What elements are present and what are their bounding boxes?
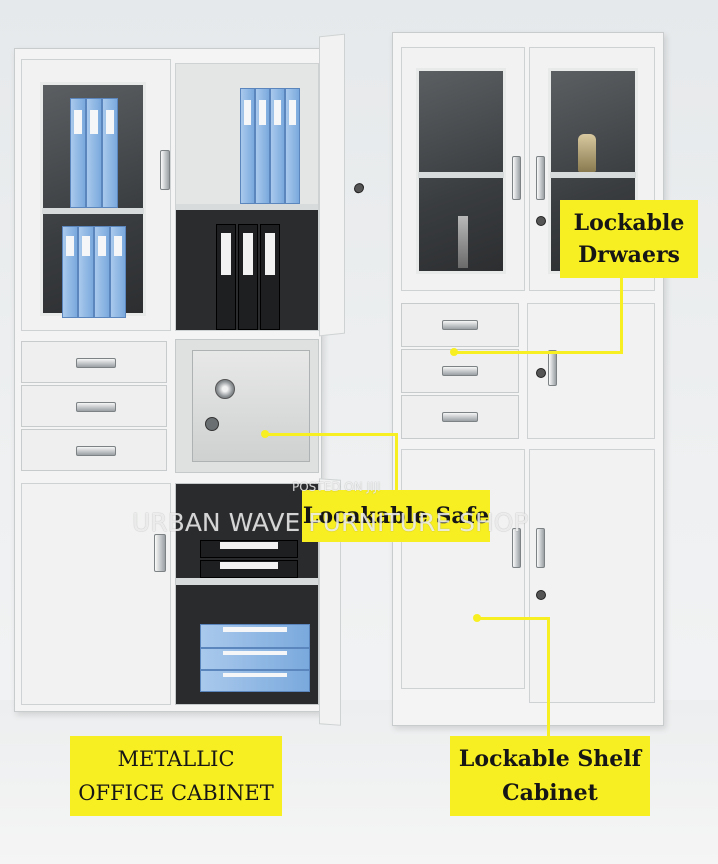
blue-binder xyxy=(70,98,86,208)
drawer xyxy=(401,303,519,347)
glass-panel xyxy=(416,68,506,274)
drawer xyxy=(21,385,167,427)
lockable-safe-text: Locakable Safe xyxy=(302,503,490,529)
left-cabinet xyxy=(14,33,364,726)
door-handle xyxy=(154,534,166,572)
drawer-pull xyxy=(76,446,116,456)
door-handle xyxy=(160,150,170,190)
glass-shelf xyxy=(550,172,636,178)
safe-compartment xyxy=(175,339,319,473)
right-cabinet-middle-door xyxy=(527,303,655,439)
left-cabinet-lower-door xyxy=(21,483,171,705)
blue-binder xyxy=(255,88,270,204)
shop-name-watermark: URBAN WAVE FURNITURE SHOP xyxy=(132,508,529,537)
door-handle xyxy=(512,156,521,200)
drawers-pointer-horizontal xyxy=(454,351,623,354)
drawer xyxy=(401,395,519,439)
safe-box xyxy=(192,350,310,462)
drawer-pull xyxy=(442,412,478,422)
open-upper-compartment xyxy=(175,63,319,331)
trophy-icon xyxy=(458,216,468,268)
right-cabinet-lower-door-left xyxy=(401,449,525,689)
black-binder xyxy=(200,560,298,578)
door-lock xyxy=(536,368,546,378)
blue-binder xyxy=(200,648,310,670)
drawer-pull xyxy=(76,358,116,368)
lockable-drawers-label: Lockable Drwaers xyxy=(560,200,698,278)
right-cabinet xyxy=(392,32,664,726)
black-binder xyxy=(216,224,236,330)
glass-shelf xyxy=(42,208,144,214)
safe-dial-icon xyxy=(215,379,235,399)
drawer xyxy=(21,429,167,471)
trophy-cup-icon xyxy=(578,134,596,172)
blue-binder xyxy=(62,226,78,318)
blue-binder xyxy=(102,98,118,208)
drawer-pull xyxy=(76,402,116,412)
door-handle xyxy=(548,350,557,386)
right-cabinet-glass-door-left xyxy=(401,47,525,291)
blue-binder xyxy=(78,226,94,318)
safe-pointer-vertical xyxy=(395,433,398,491)
blue-binder xyxy=(270,88,285,204)
door-lock xyxy=(536,216,546,226)
drawers-pointer-vertical xyxy=(620,278,623,354)
safe-keyhole-icon xyxy=(205,417,219,431)
black-binder xyxy=(238,224,258,330)
safe-pointer-dot xyxy=(261,430,269,438)
blue-binder xyxy=(285,88,300,204)
black-binder xyxy=(260,224,280,330)
shelf-pointer-vertical xyxy=(547,617,550,737)
right-cabinet-lower-door-right xyxy=(529,449,655,703)
left-cabinet-open-door xyxy=(319,33,364,337)
compartment-shelf xyxy=(176,578,318,585)
posted-on-watermark: POSTED ON JIJI xyxy=(292,480,381,494)
drawer-pull xyxy=(442,366,478,376)
door-handle xyxy=(536,528,545,568)
door-lock xyxy=(536,590,546,600)
blue-binder xyxy=(200,624,310,648)
drawer-pull xyxy=(442,320,478,330)
metallic-office-cabinet-text: METALLIC OFFICE CABINET xyxy=(78,747,274,805)
lockable-drawers-text: Lockable Drwaers xyxy=(573,210,685,268)
door-handle xyxy=(512,528,521,568)
safe-pointer-horizontal xyxy=(266,433,398,436)
door-lock xyxy=(354,182,364,194)
left-cabinet-glass-door xyxy=(21,59,171,331)
drawer xyxy=(21,341,167,383)
shelf-pointer-horizontal xyxy=(478,617,550,620)
metallic-office-cabinet-label: METALLIC OFFICE CABINET xyxy=(70,736,282,816)
shelf-pointer-dot xyxy=(473,614,481,622)
lockable-shelf-cabinet-text: Lockable Shelf Cabinet xyxy=(458,746,642,806)
lockable-safe-label: Locakable Safe xyxy=(302,490,490,542)
open-lower-compartment xyxy=(175,483,319,705)
blue-binder xyxy=(110,226,126,318)
glass-shelf xyxy=(418,172,504,178)
blue-binder xyxy=(94,226,110,318)
drawer xyxy=(401,349,519,393)
blue-binder xyxy=(200,670,310,692)
door-handle xyxy=(536,156,545,200)
drawers-pointer-dot xyxy=(450,348,458,356)
black-binder xyxy=(200,540,298,558)
lockable-shelf-cabinet-label: Lockable Shelf Cabinet xyxy=(450,736,650,816)
blue-binder xyxy=(86,98,102,208)
compartment-shelf xyxy=(176,204,318,210)
blue-binder xyxy=(240,88,255,204)
